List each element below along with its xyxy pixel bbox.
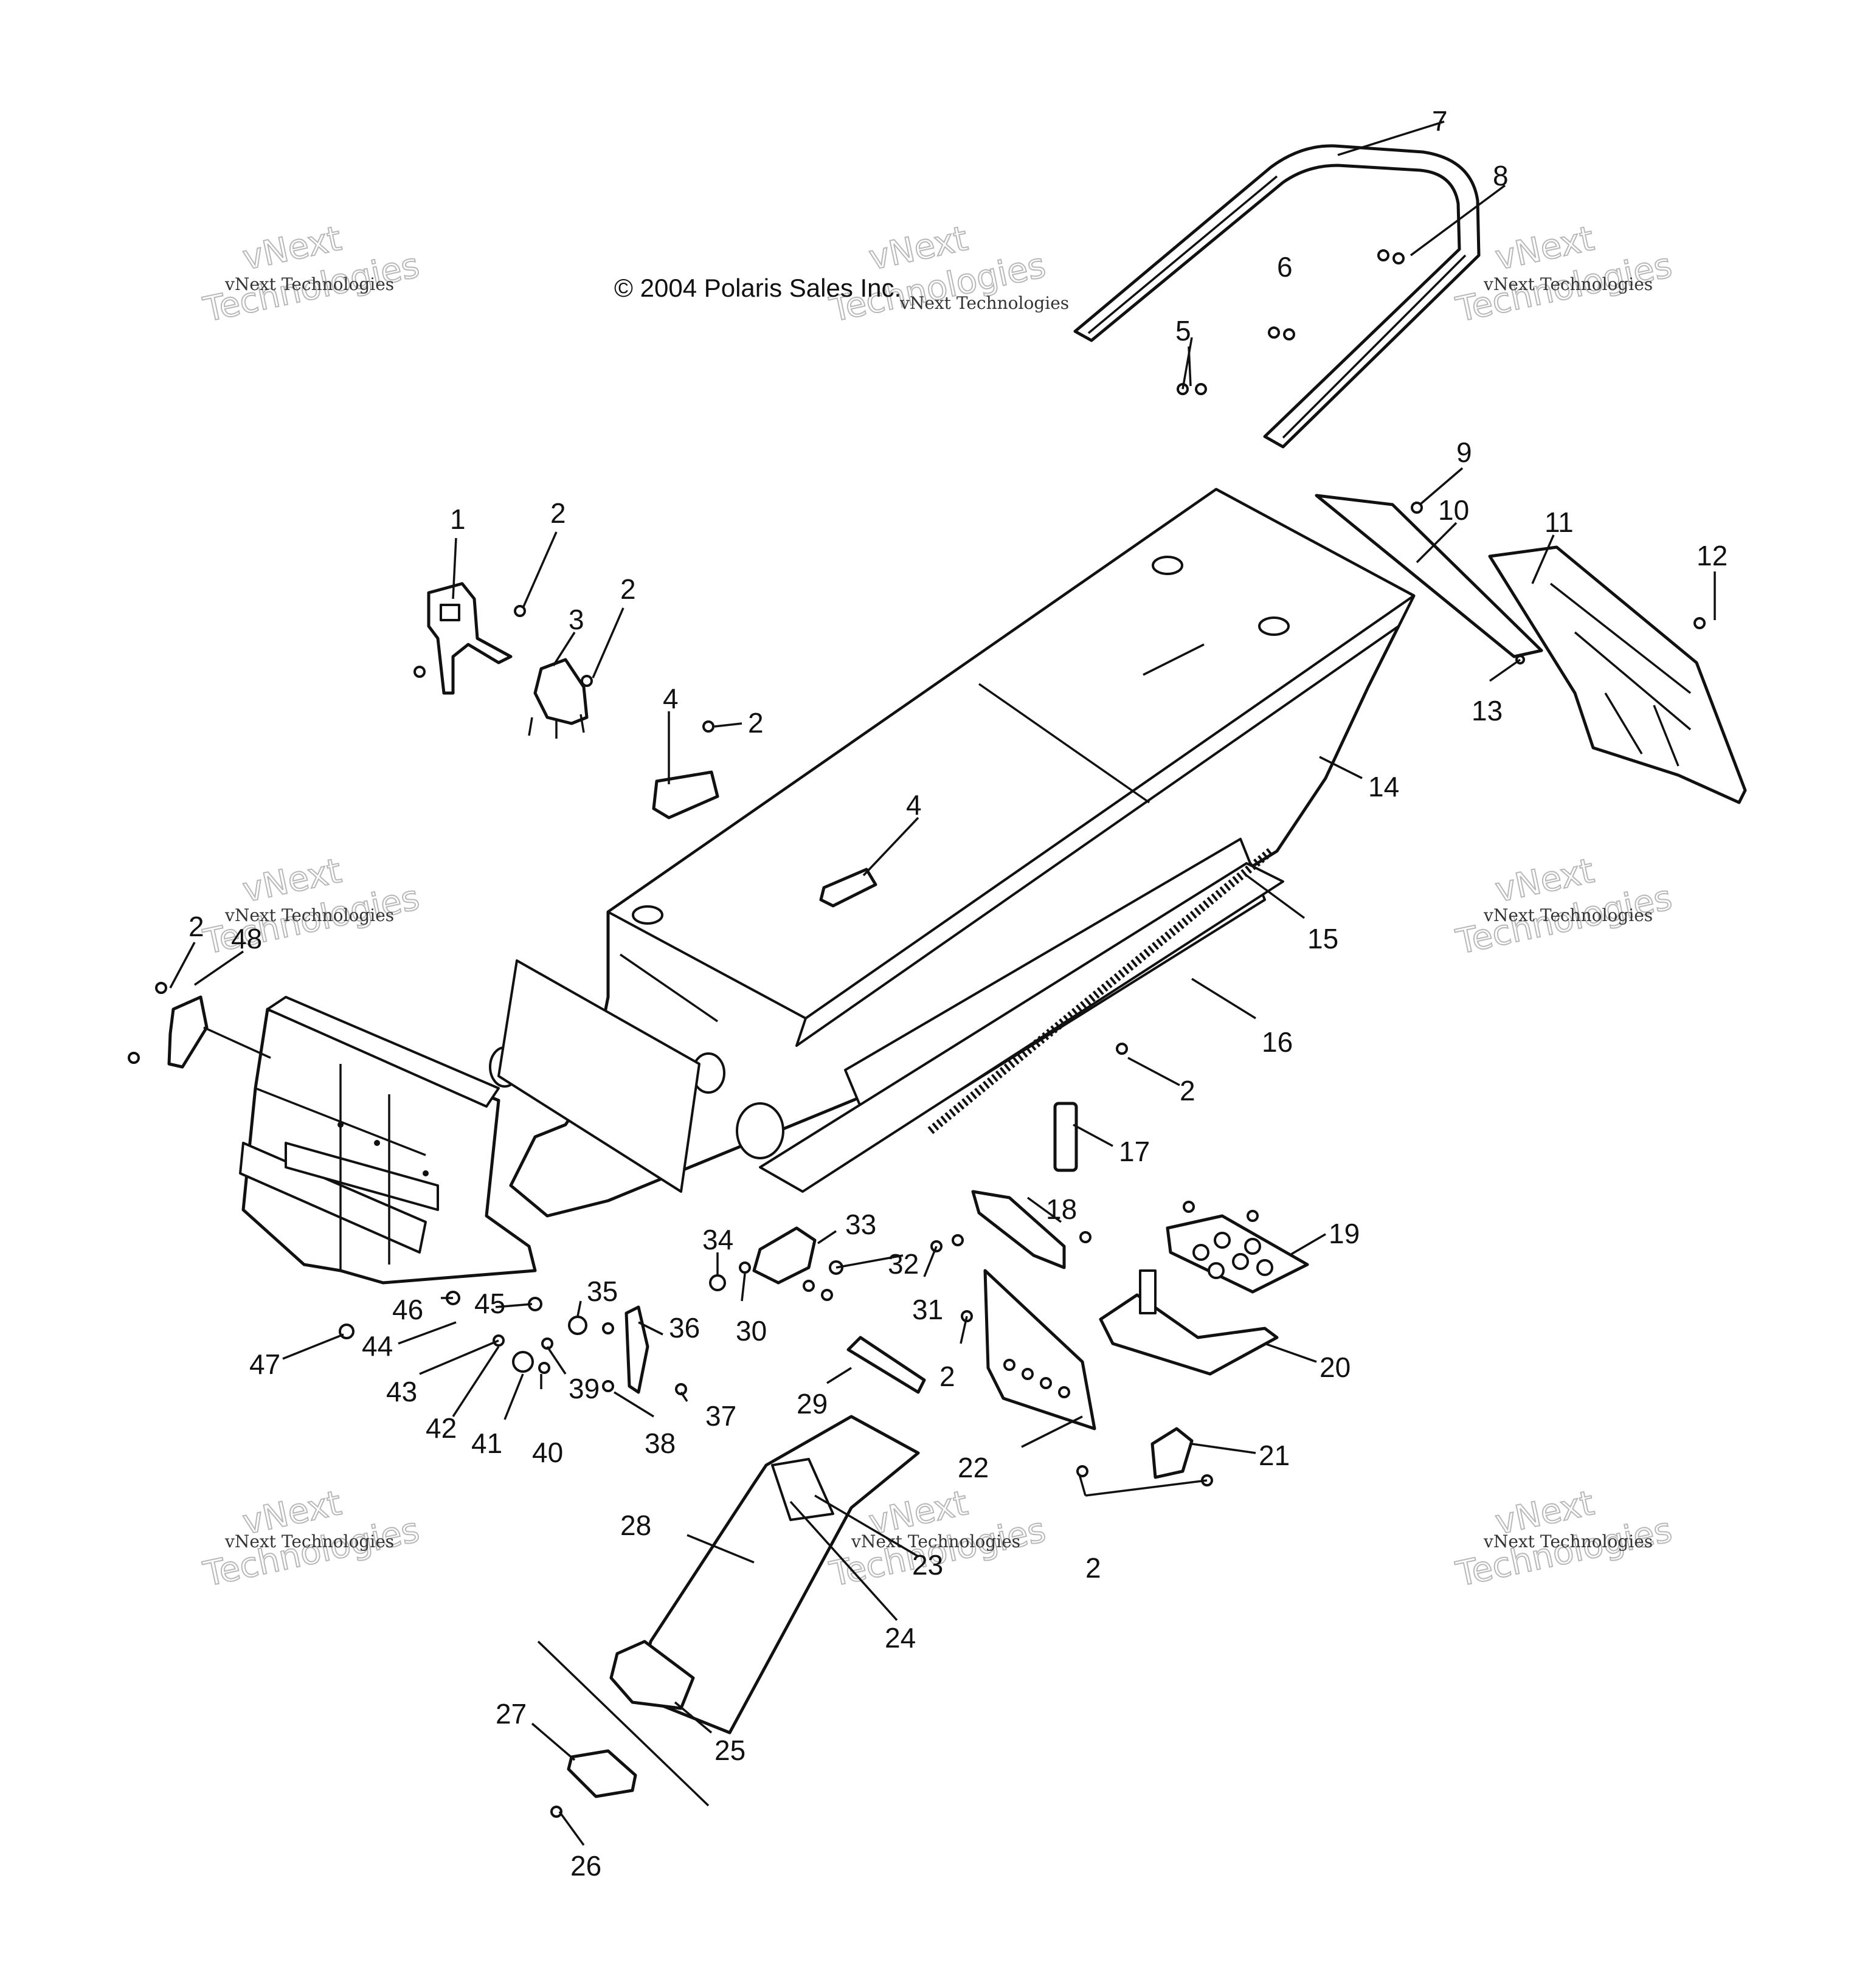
callout-47: 47 xyxy=(249,1348,280,1380)
callout-44: 44 xyxy=(362,1330,393,1362)
bracket-3 xyxy=(528,658,589,739)
callout-35: 35 xyxy=(587,1275,618,1307)
callout-14: 14 xyxy=(1368,771,1399,802)
front-bulkhead xyxy=(239,996,537,1285)
callout-2: 2 xyxy=(620,573,636,605)
bracket-36 xyxy=(624,1305,649,1394)
leader-lines xyxy=(169,120,1716,1846)
callout-4: 4 xyxy=(663,683,679,714)
callout-29: 29 xyxy=(797,1388,828,1420)
callout-39: 39 xyxy=(569,1373,600,1404)
bracket-21 xyxy=(1150,1427,1194,1479)
bracket-48 xyxy=(167,995,209,1069)
callout-12: 12 xyxy=(1697,540,1728,571)
callout-1: 1 xyxy=(450,503,466,535)
callout-7: 7 xyxy=(1432,105,1448,137)
callout-41: 41 xyxy=(471,1427,502,1459)
watermark-small: vNext Technologies xyxy=(1483,905,1653,925)
callout-2: 2 xyxy=(939,1361,955,1392)
callout-2: 2 xyxy=(550,497,566,529)
grab-handle-17 xyxy=(1053,1102,1078,1172)
callout-6: 6 xyxy=(1277,251,1293,283)
bracket-4-lower xyxy=(819,868,877,908)
callout-16: 16 xyxy=(1262,1026,1293,1058)
callout-31: 31 xyxy=(912,1294,943,1325)
callout-8: 8 xyxy=(1493,160,1509,192)
callout-42: 42 xyxy=(426,1412,457,1444)
callout-4: 4 xyxy=(906,789,922,821)
callout-48: 48 xyxy=(231,923,262,954)
callout-45: 45 xyxy=(474,1288,505,1319)
belly-pan-28 xyxy=(637,1415,920,1734)
support-22 xyxy=(983,1269,1096,1431)
callout-5: 5 xyxy=(1175,315,1191,347)
callout-32: 32 xyxy=(888,1248,919,1280)
plate-19 xyxy=(1166,1214,1309,1294)
callout-40: 40 xyxy=(532,1437,563,1468)
callout-25: 25 xyxy=(714,1734,745,1766)
callout-2: 2 xyxy=(1085,1552,1101,1584)
callout-3: 3 xyxy=(569,604,584,635)
callout-15: 15 xyxy=(1307,923,1338,954)
callout-34: 34 xyxy=(702,1224,733,1255)
callout-28: 28 xyxy=(620,1510,651,1541)
watermark: vNext Technologies xyxy=(199,218,423,331)
watermark-small: vNext Technologies xyxy=(1483,274,1653,294)
watermark-small: vNext Technologies xyxy=(899,293,1069,313)
callout-24: 24 xyxy=(885,1622,916,1654)
callout-17: 17 xyxy=(1119,1136,1150,1167)
callout-27: 27 xyxy=(496,1698,527,1730)
bracket-33 xyxy=(752,1226,817,1285)
callout-9: 9 xyxy=(1456,437,1472,468)
watermark: vNext Technologies xyxy=(1452,851,1676,963)
watermark-small: vNext Technologies xyxy=(224,1531,394,1551)
tunnel-chassis xyxy=(489,488,1416,1218)
callout-22: 22 xyxy=(958,1452,989,1483)
callout-30: 30 xyxy=(736,1315,767,1347)
callout-2: 2 xyxy=(1180,1075,1195,1106)
watermark-small: vNext Technologies xyxy=(1483,1531,1653,1551)
bracket-1 xyxy=(427,582,513,695)
callout-37: 37 xyxy=(705,1400,736,1432)
strap-29 xyxy=(846,1336,926,1394)
snowflap-11 xyxy=(1488,545,1747,804)
callout-36: 36 xyxy=(669,1312,700,1344)
bracket-4-upper xyxy=(652,770,719,820)
callout-26: 26 xyxy=(570,1850,601,1882)
separator-line xyxy=(537,1640,710,1807)
callout-2: 2 xyxy=(748,707,764,739)
watermark-small: vNext Technologies xyxy=(224,905,394,925)
plate-27 xyxy=(567,1749,637,1798)
watermark-small: vNext Technologies xyxy=(851,1531,1020,1551)
rear-bumper xyxy=(1073,144,1481,449)
callout-46: 46 xyxy=(392,1294,423,1325)
copyright-notice: © 2004 Polaris Sales Inc. xyxy=(614,274,901,302)
flap-10 xyxy=(1315,494,1543,658)
bracket-18 xyxy=(971,1190,1066,1269)
callout-19: 19 xyxy=(1329,1218,1360,1249)
callout-23: 23 xyxy=(912,1549,943,1581)
callout-18: 18 xyxy=(1046,1193,1077,1225)
callout-13: 13 xyxy=(1472,695,1503,727)
callout-43: 43 xyxy=(386,1376,417,1407)
callout-33: 33 xyxy=(845,1209,876,1240)
callout-10: 10 xyxy=(1438,494,1469,526)
callout-2: 2 xyxy=(189,911,204,942)
callout-21: 21 xyxy=(1259,1440,1290,1471)
fasteners xyxy=(128,249,1706,1818)
callout-38: 38 xyxy=(645,1427,676,1459)
watermark: vNext Technologies xyxy=(199,851,423,963)
footrest-20 xyxy=(1099,1269,1279,1376)
callout-20: 20 xyxy=(1320,1351,1351,1383)
callout-numbers: 1 2 2 2 2 2 2 2 3 4 4 5 6 7 8 9 10 11 12… xyxy=(189,105,1728,1882)
callout-11: 11 xyxy=(1545,506,1574,538)
watermark-small: vNext Technologies xyxy=(224,274,394,294)
